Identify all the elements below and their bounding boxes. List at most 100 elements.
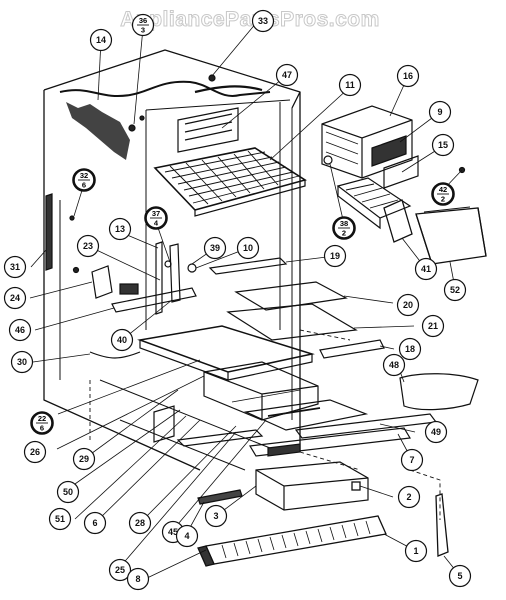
callout-number: 49 xyxy=(431,427,441,437)
callout-number: 39 xyxy=(210,243,220,253)
callout-number: 23 xyxy=(83,241,93,251)
callout-quantity: 6 xyxy=(82,181,86,190)
callout-9: 9 xyxy=(428,100,452,124)
callout-number: 4 xyxy=(184,531,189,541)
callout-bubble xyxy=(414,257,438,281)
callout-bubble xyxy=(126,567,150,591)
callout-number: 5 xyxy=(457,571,462,581)
callout-38-2: 382 xyxy=(332,216,356,240)
callout-bubble xyxy=(203,236,227,260)
callout-bubble xyxy=(108,558,132,582)
callout-bubble xyxy=(56,480,80,504)
callout-29: 29 xyxy=(72,447,96,471)
callout-quantity: 2 xyxy=(441,195,445,204)
callout-number: 47 xyxy=(282,70,292,80)
callout-14: 14 xyxy=(89,28,113,52)
callout-number: 22 xyxy=(38,414,46,423)
callout-number: 14 xyxy=(96,35,106,45)
callout-number: 41 xyxy=(421,264,431,274)
callout-number: 37 xyxy=(152,209,160,218)
crisper-drawers xyxy=(197,361,438,511)
callout-number: 33 xyxy=(258,16,268,26)
callout-bubble xyxy=(8,318,32,342)
callout-quantity: 2 xyxy=(342,229,346,238)
callout-bubble xyxy=(338,73,362,97)
callout-number: 45 xyxy=(168,527,178,537)
callout-bubble xyxy=(396,64,420,88)
callout-number: 7 xyxy=(409,455,414,465)
ice-bucket xyxy=(383,199,487,265)
callout-3: 3 xyxy=(204,504,228,528)
callout-number: 21 xyxy=(428,321,438,331)
callout-number: 31 xyxy=(10,262,20,272)
callout-number: 18 xyxy=(405,344,415,354)
callout-10: 10 xyxy=(236,236,260,260)
callout-bubble xyxy=(48,507,72,531)
callout-bubble xyxy=(443,278,467,302)
callout-number: 51 xyxy=(55,514,65,524)
callout-number: 38 xyxy=(340,219,348,228)
callout-11: 11 xyxy=(338,73,362,97)
callout-quantity: 4 xyxy=(154,219,159,228)
callout-number: 25 xyxy=(115,565,125,575)
ice-tray xyxy=(336,177,412,230)
callout-32-6: 326 xyxy=(72,168,96,192)
callout-bubble xyxy=(382,353,406,377)
callout-number: 16 xyxy=(403,71,413,81)
callout-25: 25 xyxy=(108,558,132,582)
callout-bubble xyxy=(108,217,132,241)
callout-bubble xyxy=(83,511,107,535)
callout-15: 15 xyxy=(431,133,455,157)
callout-bubble xyxy=(3,286,27,310)
callout-bubble xyxy=(236,236,260,260)
callout-number: 40 xyxy=(117,335,127,345)
callout-number: 48 xyxy=(389,360,399,370)
callout-22-6: 226 xyxy=(30,411,54,435)
callout-bubble xyxy=(175,524,199,548)
callout-bubble xyxy=(275,63,299,87)
callout-bubble xyxy=(424,420,448,444)
callout-30: 30 xyxy=(10,350,34,374)
callout-number: 42 xyxy=(439,185,447,194)
callout-number: 19 xyxy=(330,251,340,261)
callout-number: 15 xyxy=(438,140,448,150)
callout-23: 23 xyxy=(76,234,100,258)
watermark-text: AppliancePartsPros.com xyxy=(120,8,380,32)
callout-bubble xyxy=(76,234,100,258)
callout-26: 26 xyxy=(23,440,47,464)
callout-bubble xyxy=(396,293,420,317)
callout-bubble xyxy=(448,564,472,588)
callout-19: 19 xyxy=(323,244,347,268)
callout-21: 21 xyxy=(421,314,445,338)
callout-number: 28 xyxy=(135,518,145,528)
callout-16: 16 xyxy=(396,64,420,88)
callout-52: 52 xyxy=(443,278,467,302)
callout-number: 24 xyxy=(10,293,20,303)
callout-number: 29 xyxy=(79,454,89,464)
callout-bubble xyxy=(89,28,113,52)
callout-39: 39 xyxy=(203,236,227,260)
callout-51: 51 xyxy=(48,507,72,531)
callout-bubble xyxy=(3,255,27,279)
callout-bubble xyxy=(431,133,455,157)
callout-41: 41 xyxy=(414,257,438,281)
callout-bubble xyxy=(428,100,452,124)
callout-quantity: 3 xyxy=(141,26,145,35)
callout-number: 50 xyxy=(63,487,73,497)
callout-number: 32 xyxy=(80,171,88,180)
callout-5: 5 xyxy=(448,564,472,588)
callout-37-4: 374 xyxy=(144,206,168,230)
shelf-divider xyxy=(177,107,239,153)
callout-bubble xyxy=(110,328,134,352)
callout-31: 31 xyxy=(3,255,27,279)
ice-maker-assembly xyxy=(321,105,419,189)
callout-42-2: 422 xyxy=(431,182,455,206)
callout-bubble xyxy=(397,485,421,509)
fresh-food-shelves xyxy=(137,257,479,411)
callout-6: 6 xyxy=(83,511,107,535)
callout-36-3: 363 xyxy=(131,13,155,37)
callout-7: 7 xyxy=(400,448,424,472)
callout-2: 2 xyxy=(397,485,421,509)
callout-46: 46 xyxy=(8,318,32,342)
